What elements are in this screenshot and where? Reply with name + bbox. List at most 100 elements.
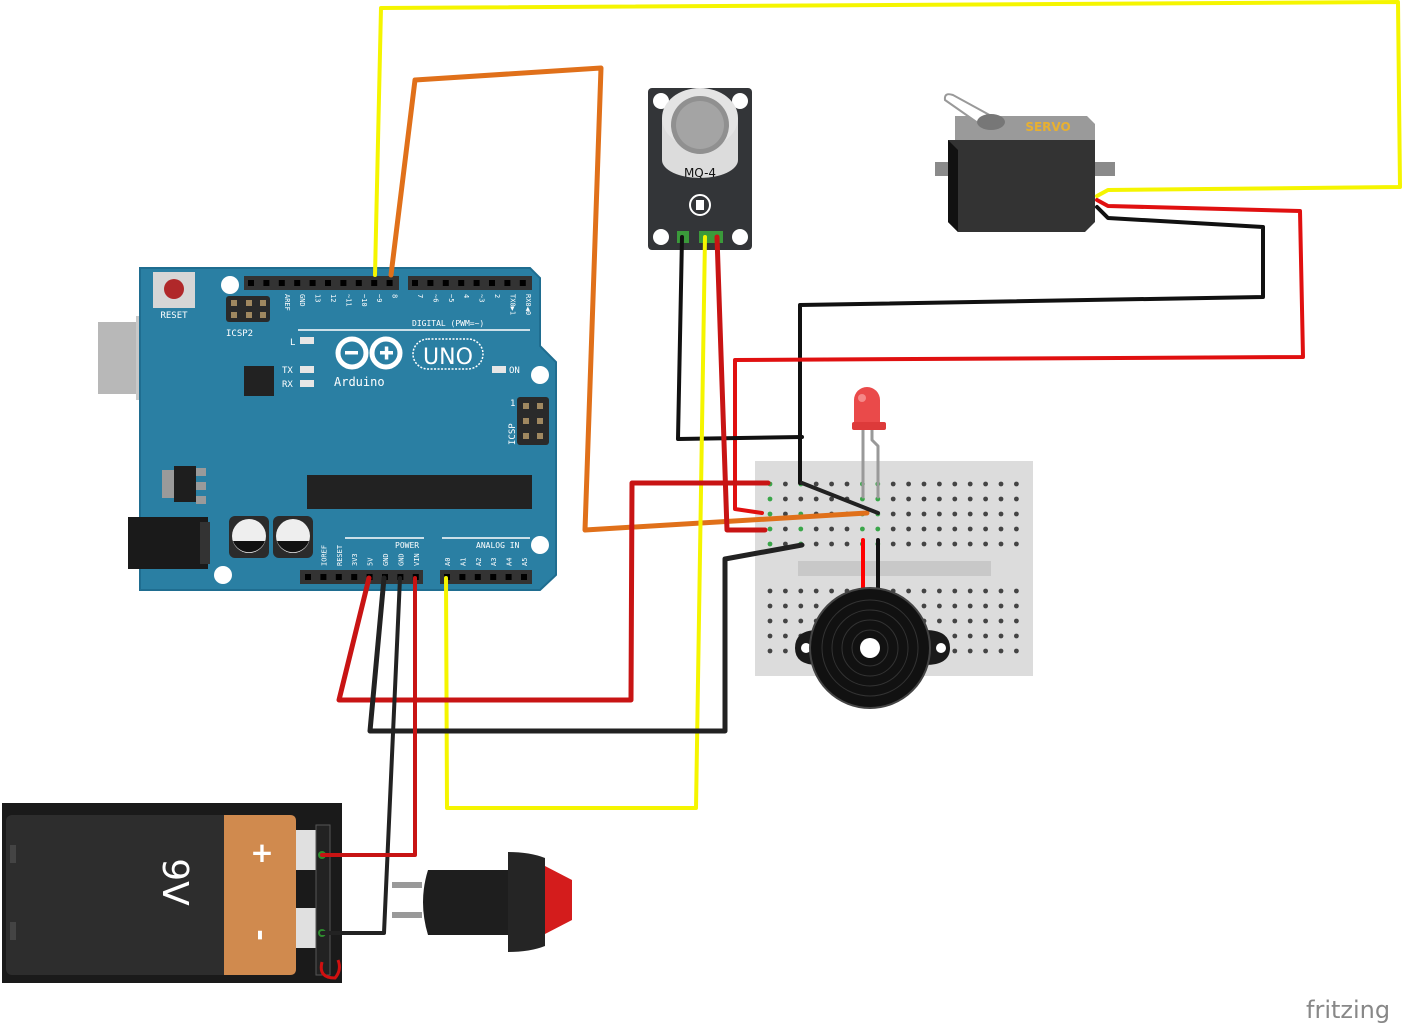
breadboard-hole[interactable] bbox=[1014, 526, 1019, 532]
breadboard-hole[interactable] bbox=[767, 541, 773, 547]
breadboard-hole[interactable] bbox=[952, 511, 958, 517]
breadboard-hole[interactable] bbox=[798, 526, 804, 532]
breadboard-hole[interactable] bbox=[952, 496, 958, 502]
breadboard-hole[interactable] bbox=[906, 541, 911, 547]
breadboard-hole[interactable] bbox=[767, 511, 773, 517]
breadboard-hole[interactable] bbox=[983, 496, 988, 502]
breadboard-hole[interactable] bbox=[844, 481, 850, 487]
breadboard-hole[interactable] bbox=[783, 648, 788, 654]
breadboard-hole[interactable] bbox=[967, 588, 973, 594]
breadboard-hole[interactable] bbox=[767, 496, 773, 502]
breadboard-hole[interactable] bbox=[998, 603, 1004, 609]
breadboard-hole[interactable] bbox=[890, 541, 896, 547]
breadboard-hole[interactable] bbox=[921, 603, 927, 609]
breadboard-hole[interactable] bbox=[952, 648, 958, 654]
breadboard-hole[interactable] bbox=[783, 588, 788, 594]
breadboard-hole[interactable] bbox=[952, 541, 958, 547]
breadboard-hole[interactable] bbox=[783, 496, 788, 502]
pin-socket[interactable] bbox=[504, 280, 511, 286]
pin-socket[interactable] bbox=[521, 574, 527, 580]
pin-socket[interactable] bbox=[473, 280, 480, 286]
breadboard-hole[interactable] bbox=[983, 588, 988, 594]
pin-socket[interactable] bbox=[294, 280, 301, 286]
breadboard-hole[interactable] bbox=[967, 526, 973, 532]
breadboard-hole[interactable] bbox=[952, 526, 958, 532]
wire-sensor-gnd[interactable] bbox=[676, 235, 804, 441]
breadboard-hole[interactable] bbox=[813, 496, 819, 502]
breadboard-hole[interactable] bbox=[767, 603, 773, 609]
pin-socket[interactable] bbox=[309, 280, 316, 286]
reset-button-cap[interactable] bbox=[164, 279, 184, 299]
breadboard-hole[interactable] bbox=[983, 633, 988, 639]
wire-arduino-5v[interactable] bbox=[336, 480, 771, 703]
breadboard-hole[interactable] bbox=[983, 511, 988, 517]
breadboard-hole[interactable] bbox=[829, 541, 834, 547]
breadboard-hole[interactable] bbox=[890, 481, 896, 487]
breadboard-hole[interactable] bbox=[906, 511, 911, 517]
breadboard-hole[interactable] bbox=[998, 618, 1004, 624]
breadboard-hole[interactable] bbox=[1014, 633, 1019, 639]
breadboard-hole[interactable] bbox=[998, 526, 1004, 532]
breadboard-hole[interactable] bbox=[921, 588, 927, 594]
breadboard-hole[interactable] bbox=[829, 496, 834, 502]
breadboard-hole[interactable] bbox=[767, 618, 773, 624]
breadboard-hole[interactable] bbox=[937, 511, 942, 517]
breadboard-hole[interactable] bbox=[813, 481, 819, 487]
wire-arduino-gnd[interactable] bbox=[367, 542, 805, 734]
breadboard-hole[interactable] bbox=[783, 481, 788, 487]
breadboard-hole[interactable] bbox=[967, 496, 973, 502]
breadboard-hole[interactable] bbox=[998, 648, 1004, 654]
breadboard-hole[interactable] bbox=[890, 526, 896, 532]
breadboard-hole[interactable] bbox=[998, 496, 1004, 502]
breadboard-hole[interactable] bbox=[998, 541, 1004, 547]
breadboard-hole[interactable] bbox=[998, 588, 1004, 594]
breadboard-hole[interactable] bbox=[921, 541, 927, 547]
pin-socket[interactable] bbox=[263, 280, 270, 286]
breadboard-hole[interactable] bbox=[967, 633, 973, 639]
breadboard-hole[interactable] bbox=[921, 481, 927, 487]
breadboard-hole[interactable] bbox=[767, 526, 773, 532]
breadboard-hole[interactable] bbox=[983, 648, 988, 654]
pin-socket[interactable] bbox=[490, 574, 497, 580]
breadboard-hole[interactable] bbox=[783, 511, 788, 517]
pin-socket[interactable] bbox=[459, 574, 466, 580]
breadboard-hole[interactable] bbox=[906, 588, 911, 594]
breadboard-hole[interactable] bbox=[952, 618, 958, 624]
breadboard-hole[interactable] bbox=[798, 603, 804, 609]
breadboard-hole[interactable] bbox=[1014, 481, 1019, 487]
breadboard-hole[interactable] bbox=[829, 481, 834, 487]
breadboard-hole[interactable] bbox=[906, 526, 911, 532]
pin-socket[interactable] bbox=[489, 280, 495, 286]
button-cap[interactable] bbox=[545, 866, 572, 934]
breadboard-hole[interactable] bbox=[813, 588, 819, 594]
breadboard-hole[interactable] bbox=[998, 481, 1004, 487]
breadboard-hole[interactable] bbox=[967, 618, 973, 624]
pin-socket[interactable] bbox=[320, 574, 327, 580]
breadboard-hole[interactable] bbox=[783, 603, 788, 609]
breadboard-hole[interactable] bbox=[906, 496, 911, 502]
breadboard-hole[interactable] bbox=[783, 618, 788, 624]
breadboard-hole[interactable] bbox=[860, 526, 865, 532]
breadboard-hole[interactable] bbox=[967, 511, 973, 517]
breadboard-hole[interactable] bbox=[937, 618, 942, 624]
breadboard-hole[interactable] bbox=[937, 496, 942, 502]
breadboard-hole[interactable] bbox=[875, 526, 881, 532]
breadboard-hole[interactable] bbox=[813, 541, 819, 547]
push-button[interactable] bbox=[392, 852, 572, 952]
breadboard-hole[interactable] bbox=[952, 603, 958, 609]
breadboard-hole[interactable] bbox=[813, 526, 819, 532]
breadboard-hole[interactable] bbox=[844, 541, 850, 547]
breadboard-hole[interactable] bbox=[937, 541, 942, 547]
breadboard-hole[interactable] bbox=[783, 633, 788, 639]
breadboard-hole[interactable] bbox=[952, 633, 958, 639]
breadboard-hole[interactable] bbox=[798, 618, 804, 624]
pin-socket[interactable] bbox=[442, 280, 449, 286]
pin-socket[interactable] bbox=[427, 280, 434, 286]
wire-breadboard-jumper[interactable] bbox=[800, 481, 880, 515]
breadboard-hole[interactable] bbox=[783, 541, 788, 547]
breadboard-hole[interactable] bbox=[921, 526, 927, 532]
breadboard-hole[interactable] bbox=[937, 603, 942, 609]
breadboard-hole[interactable] bbox=[952, 588, 958, 594]
breadboard-hole[interactable] bbox=[1014, 541, 1019, 547]
breadboard-hole[interactable] bbox=[1014, 618, 1019, 624]
